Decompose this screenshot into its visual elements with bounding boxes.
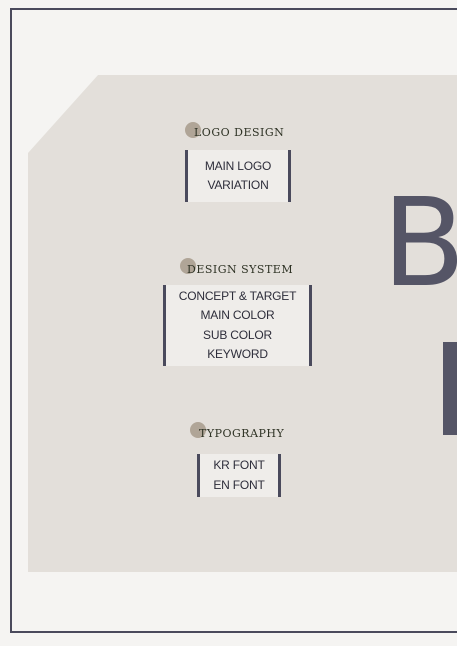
section-heading: LOGO DESIGN	[194, 126, 285, 139]
list-item: SUB COLOR	[203, 327, 272, 342]
list-item: EN FONT	[213, 477, 265, 492]
section-items-box: CONCEPT & TARGET MAIN COLOR SUB COLOR KE…	[163, 285, 312, 366]
section-items-box: KR FONT EN FONT	[197, 454, 281, 497]
page-frame	[10, 8, 457, 633]
list-item: KEYWORD	[207, 347, 268, 361]
list-item: KR FONT	[213, 458, 265, 472]
list-item: CONCEPT & TARGET	[178, 288, 297, 303]
bullet-dot	[180, 258, 196, 274]
section-heading: DESIGN SYSTEM	[187, 263, 294, 276]
dark-accent-block	[443, 342, 457, 435]
section-items-box: MAIN LOGO VARIATION	[185, 150, 291, 202]
list-item: MAIN LOGO	[204, 158, 272, 173]
section-heading: TYPOGRAPHY	[199, 427, 285, 440]
list-item: VARIATION	[207, 178, 269, 192]
bullet-dot	[185, 122, 201, 138]
list-item: MAIN COLOR	[200, 308, 275, 322]
big-letter-b: B	[382, 172, 457, 314]
bullet-dot	[190, 422, 206, 438]
